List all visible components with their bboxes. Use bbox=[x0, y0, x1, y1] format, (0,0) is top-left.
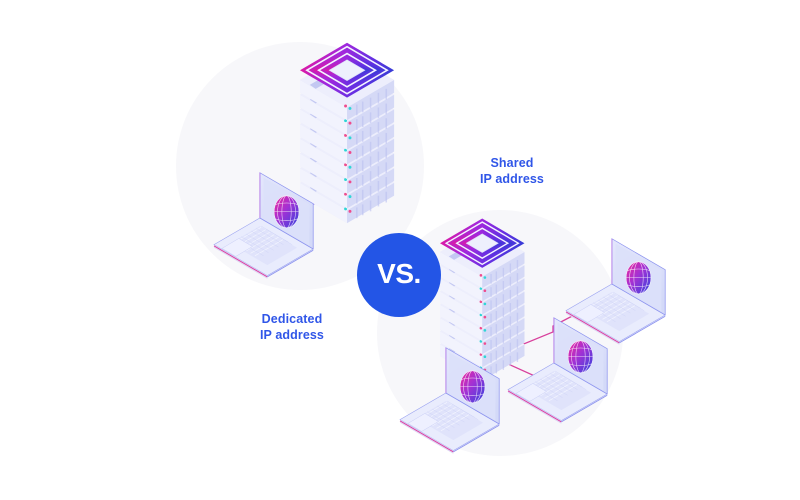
dedicated-ip-label: Dedicated IP address bbox=[259, 312, 324, 342]
versus-badge: VS. bbox=[357, 233, 441, 317]
server-tower-icon bbox=[299, 41, 395, 224]
dedicated-ip-scene bbox=[176, 41, 424, 290]
shared-ip-label: Shared IP address bbox=[479, 156, 544, 186]
versus-badge-label: VS. bbox=[377, 258, 421, 289]
